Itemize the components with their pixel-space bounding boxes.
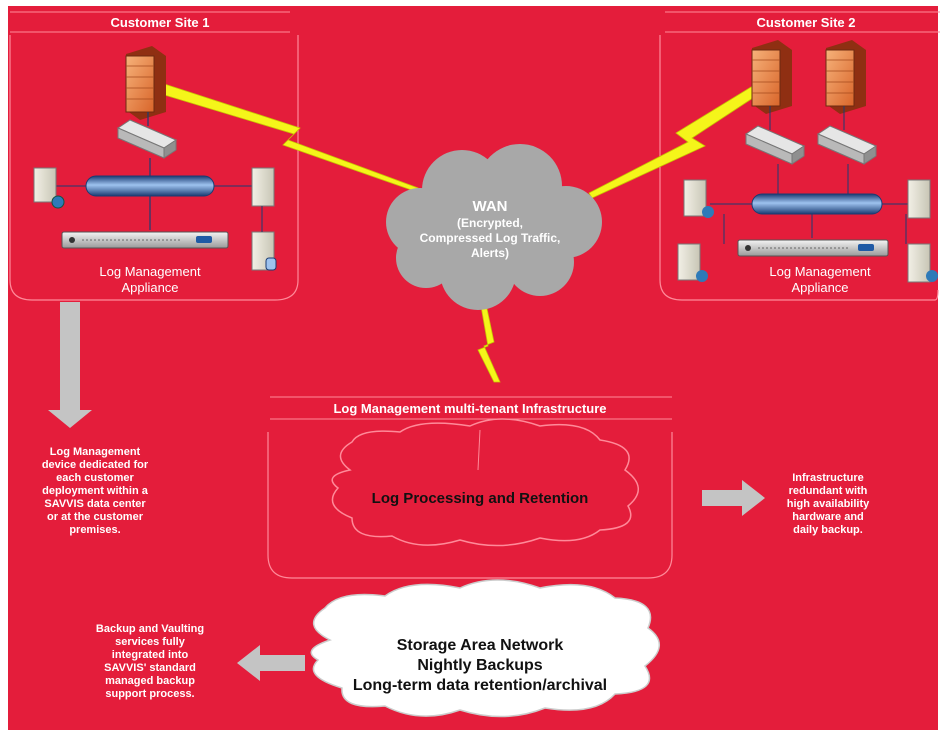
site1-appliance-label: Log Management Appliance bbox=[99, 264, 201, 295]
arrow-icon bbox=[237, 645, 305, 681]
appliance-icon bbox=[737, 239, 889, 257]
lightning-link-icon bbox=[477, 303, 501, 383]
site2-equipment bbox=[677, 40, 938, 283]
server-icon bbox=[251, 167, 275, 207]
network-bus-icon bbox=[85, 175, 215, 197]
wan-title: WAN bbox=[472, 198, 508, 215]
cloud-icon bbox=[331, 418, 639, 547]
infrastructure-title: Log Management multi-tenant Infrastructu… bbox=[333, 401, 607, 416]
firewall-icon bbox=[825, 40, 866, 114]
site1-equipment bbox=[33, 46, 277, 271]
log-processing-label: Log Processing and Retention bbox=[371, 490, 589, 507]
firewall-icon bbox=[751, 40, 792, 114]
title-rules bbox=[10, 11, 940, 420]
cloud-icon bbox=[310, 579, 660, 718]
infrastructure-boundary bbox=[267, 432, 673, 579]
switch-icon bbox=[116, 119, 178, 159]
link-line bbox=[477, 429, 481, 471]
site1-boundary bbox=[9, 35, 299, 301]
network-bus-icon bbox=[751, 193, 883, 215]
server-icon bbox=[677, 243, 708, 282]
site2-appliance-label: Log Management Appliance bbox=[769, 264, 871, 295]
database-server-icon bbox=[251, 231, 277, 271]
cloud-icon bbox=[386, 144, 602, 310]
firewall-icon bbox=[125, 46, 166, 120]
site1-title: Customer Site 1 bbox=[110, 15, 210, 30]
switch-icon bbox=[744, 125, 806, 165]
right-note: Infrastructure redundant with high avail… bbox=[786, 472, 870, 536]
server-icon bbox=[683, 179, 714, 218]
arrow-icon bbox=[48, 302, 92, 428]
left-note: Log Management device dedicated for each… bbox=[41, 446, 149, 536]
appliance-icon bbox=[61, 231, 229, 249]
backup-note: Backup and Vaulting services fully integ… bbox=[95, 623, 205, 700]
server-icon bbox=[907, 179, 931, 219]
arrow-icon bbox=[702, 480, 765, 516]
lightning-link-icon bbox=[588, 83, 763, 199]
server-icon bbox=[33, 167, 65, 209]
site2-title: Customer Site 2 bbox=[756, 15, 856, 30]
server-icon bbox=[907, 243, 938, 283]
storage-label: Storage Area Network Nightly Backups Lon… bbox=[352, 637, 608, 694]
site2-boundary bbox=[659, 35, 939, 301]
switch-icon bbox=[816, 125, 878, 165]
wan-label: WAN (Encrypted, Compressed Log Traffic, … bbox=[392, 198, 588, 261]
